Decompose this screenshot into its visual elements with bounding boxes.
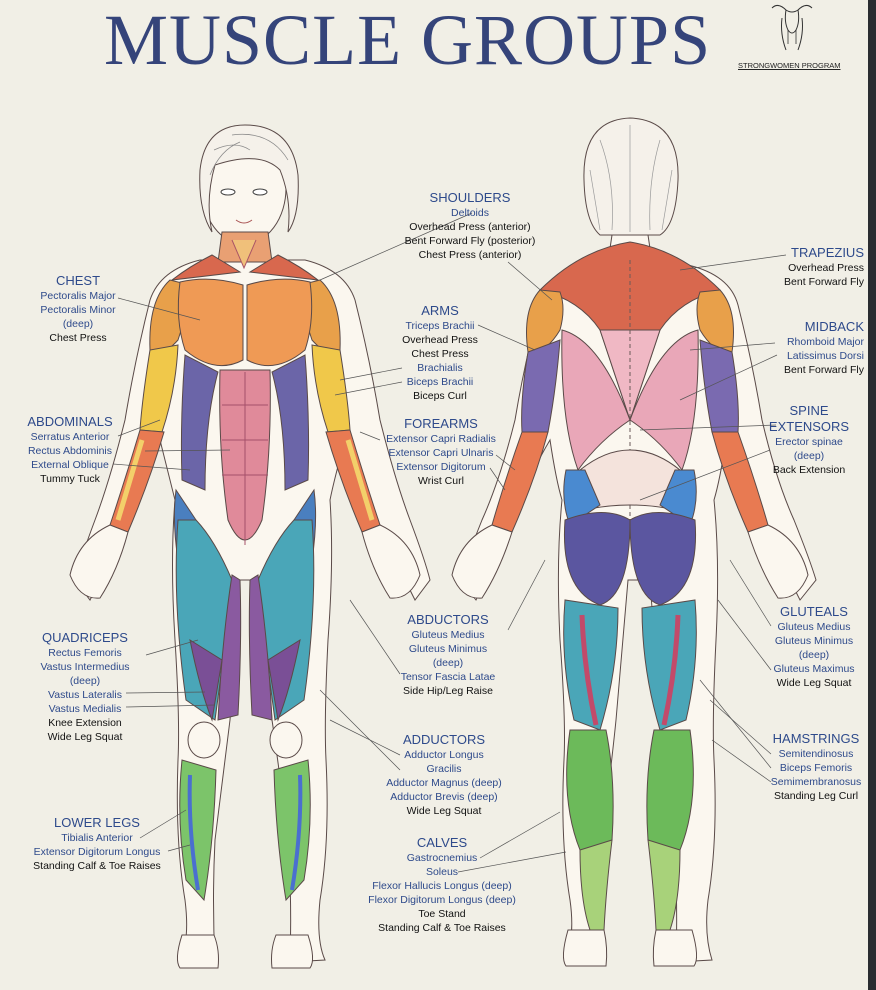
adductors-muscle: Adductor Magnus (deep) — [374, 776, 514, 790]
abductors-muscle: (deep) — [386, 656, 510, 670]
trapezius-heading: TRAPEZIUS — [740, 245, 864, 261]
label-lower-legs: LOWER LEGS Tibialis Anterior Extensor Di… — [24, 815, 170, 873]
forearms-muscle: Extensor Capri Ulnaris — [376, 446, 506, 460]
adductors-muscle: Gracilis — [374, 762, 514, 776]
forearms-exercise: Wrist Curl — [376, 474, 506, 488]
chest-muscle: Pectoralis Major — [18, 289, 138, 303]
gluteals-muscle: Gluteus Minimus — [762, 634, 866, 648]
quadriceps-muscle: Vastus Medialis — [20, 702, 150, 716]
chest-muscle: Pectoralis Minor — [18, 303, 138, 317]
quadriceps-heading: QUADRICEPS — [20, 630, 150, 646]
shoulders-exercise: Overhead Press (anterior) — [360, 220, 580, 234]
spine-extensors-heading: SPINE EXTENSORS — [750, 403, 868, 435]
calves-exercise: Toe Stand — [358, 907, 526, 921]
lower-legs-muscle: Tibialis Anterior — [24, 831, 170, 845]
spine-extensors-muscle: (deep) — [750, 449, 868, 463]
quadriceps-exercise: Wide Leg Squat — [20, 730, 150, 744]
midback-heading: MIDBACK — [740, 319, 864, 335]
abdominals-muscle: Serratus Anterior — [14, 430, 126, 444]
quadriceps-muscle: Vastus Intermedius — [20, 660, 150, 674]
arms-muscle: Triceps Brachii — [370, 319, 510, 333]
spine-extensors-exercise: Back Extension — [750, 463, 868, 477]
label-calves: CALVES Gastrocnemius Soleus Flexor Hallu… — [358, 835, 526, 935]
calves-muscle: Flexor Hallucis Longus (deep) — [358, 879, 526, 893]
hamstrings-heading: HAMSTRINGS — [764, 731, 868, 747]
hamstrings-muscle: Semitendinosus — [764, 747, 868, 761]
abductors-exercise: Side Hip/Leg Raise — [386, 684, 510, 698]
shoulders-exercise: Bent Forward Fly (posterior) — [360, 234, 580, 248]
arms-exercise: Biceps Curl — [370, 389, 510, 403]
forearms-heading: FOREARMS — [376, 416, 506, 432]
label-adductors: ADDUCTORS Adductor Longus Gracilis Adduc… — [374, 732, 514, 818]
abductors-muscle: Gluteus Medius — [386, 628, 510, 642]
chest-exercise: Chest Press — [18, 331, 138, 345]
gluteals-muscle: Gluteus Maximus — [762, 662, 866, 676]
abductors-muscle: Tensor Fascia Latae — [386, 670, 510, 684]
adductors-exercise: Wide Leg Squat — [374, 804, 514, 818]
midback-muscle: Rhomboid Major — [740, 335, 864, 349]
hamstrings-muscle: Semimembranosus — [764, 775, 868, 789]
gluteals-muscle: (deep) — [762, 648, 866, 662]
adductors-heading: ADDUCTORS — [374, 732, 514, 748]
abdominals-muscle: Rectus Abdominis — [14, 444, 126, 458]
adductors-muscle: Adductor Brevis (deep) — [374, 790, 514, 804]
quadriceps-muscle: Vastus Lateralis — [20, 688, 150, 702]
arms-heading: ARMS — [370, 303, 510, 319]
lower-legs-exercise: Standing Calf & Toe Raises — [24, 859, 170, 873]
label-abductors: ABDUCTORS Gluteus Medius Gluteus Minimus… — [386, 612, 510, 698]
hamstrings-muscle: Biceps Femoris — [764, 761, 868, 775]
shoulders-muscle: Deltoids — [360, 206, 580, 220]
label-forearms: FOREARMS Extensor Capri Radialis Extenso… — [376, 416, 506, 488]
arms-exercise: Chest Press — [370, 347, 510, 361]
label-trapezius: TRAPEZIUS Overhead Press Bent Forward Fl… — [740, 245, 864, 289]
calves-muscle: Flexor Digitorum Longus (deep) — [358, 893, 526, 907]
label-abdominals: ABDOMINALS Serratus Anterior Rectus Abdo… — [14, 414, 126, 486]
calves-muscle: Soleus — [358, 865, 526, 879]
trapezius-exercise: Bent Forward Fly — [740, 275, 864, 289]
arms-muscle: Brachialis — [370, 361, 510, 375]
forearms-muscle: Extensor Capri Radialis — [376, 432, 506, 446]
lower-legs-heading: LOWER LEGS — [24, 815, 170, 831]
label-midback: MIDBACK Rhomboid Major Latissimus Dorsi … — [740, 319, 864, 377]
adductors-muscle: Adductor Longus — [374, 748, 514, 762]
quadriceps-muscle: Rectus Femoris — [20, 646, 150, 660]
label-quadriceps: QUADRICEPS Rectus Femoris Vastus Interme… — [20, 630, 150, 744]
label-spine-extensors: SPINE EXTENSORS Erector spinae (deep) Ba… — [750, 403, 868, 477]
shoulders-exercise: Chest Press (anterior) — [360, 248, 580, 262]
abdominals-heading: ABDOMINALS — [14, 414, 126, 430]
chest-heading: CHEST — [18, 273, 138, 289]
calves-heading: CALVES — [358, 835, 526, 851]
gluteals-heading: GLUTEALS — [762, 604, 866, 620]
spine-extensors-muscle: Erector spinae — [750, 435, 868, 449]
label-chest: CHEST Pectoralis Major Pectoralis Minor … — [18, 273, 138, 345]
shoulders-heading: SHOULDERS — [360, 190, 580, 206]
gluteals-exercise: Wide Leg Squat — [762, 676, 866, 690]
abdominals-muscle: External Oblique — [14, 458, 126, 472]
arms-exercise: Overhead Press — [370, 333, 510, 347]
hamstrings-exercise: Standing Leg Curl — [764, 789, 868, 803]
quadriceps-exercise: Knee Extension — [20, 716, 150, 730]
abductors-heading: ABDUCTORS — [386, 612, 510, 628]
quadriceps-muscle: (deep) — [20, 674, 150, 688]
label-shoulders: SHOULDERS Deltoids Overhead Press (anter… — [360, 190, 580, 262]
label-hamstrings: HAMSTRINGS Semitendinosus Biceps Femoris… — [764, 731, 868, 803]
calves-muscle: Gastrocnemius — [358, 851, 526, 865]
lower-legs-muscle: Extensor Digitorum Longus — [24, 845, 170, 859]
forearms-muscle: Extensor Digitorum — [376, 460, 506, 474]
trapezius-exercise: Overhead Press — [740, 261, 864, 275]
abdominals-exercise: Tummy Tuck — [14, 472, 126, 486]
midback-exercise: Bent Forward Fly — [740, 363, 864, 377]
chest-muscle: (deep) — [18, 317, 138, 331]
abductors-muscle: Gluteus Minimus — [386, 642, 510, 656]
label-arms: ARMS Triceps Brachii Overhead Press Ches… — [370, 303, 510, 403]
calves-exercise: Standing Calf & Toe Raises — [358, 921, 526, 935]
midback-muscle: Latissimus Dorsi — [740, 349, 864, 363]
arms-muscle: Biceps Brachii — [370, 375, 510, 389]
label-gluteals: GLUTEALS Gluteus Medius Gluteus Minimus … — [762, 604, 866, 690]
screen-bezel — [868, 0, 876, 990]
gluteals-muscle: Gluteus Medius — [762, 620, 866, 634]
